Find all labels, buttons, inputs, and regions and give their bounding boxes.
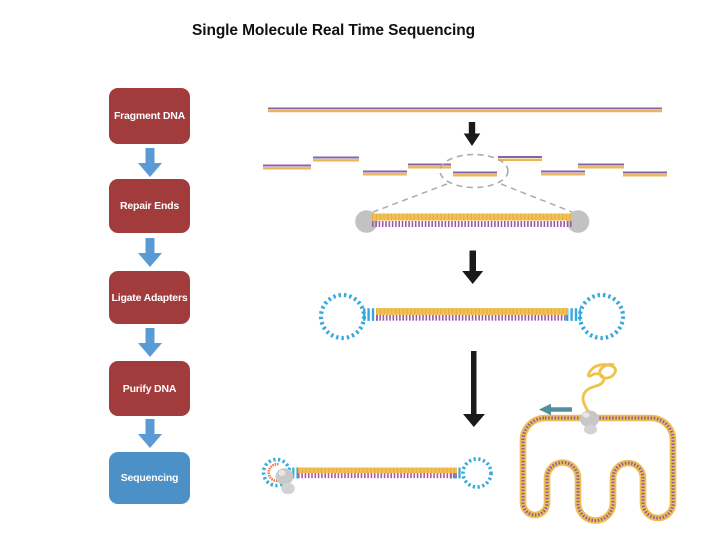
dna-fragment [408,163,451,169]
polymerase-blob [281,482,295,495]
flow-down-arrow-icon [138,328,162,357]
flow-down-arrow-icon [138,148,162,177]
dna-fragments [263,156,667,177]
fragment-highlight-callout [372,153,573,213]
dna-fragment [623,171,667,177]
sequencing-arrow-icon [463,351,485,427]
step-sequencing: Sequencing [109,452,190,504]
hairpin-adapter-loop [318,292,367,341]
fragment-highlight-ellipse [439,153,509,189]
nascent-strand-arc [267,463,285,483]
flow-down-arrow-icon [138,238,162,267]
dna-fragment [541,170,585,176]
step-purify-dna: Purify DNA [109,361,190,416]
rolling-circle-synthesis [519,363,677,524]
step-repair-ends: Repair Ends [109,179,190,233]
repaired-end-cap [566,210,590,233]
dna-fragment [363,170,407,176]
hairpin-adapter-loop [461,457,493,489]
hairpin-adapter-loop [577,292,626,341]
step-label: Purify DNA [122,382,177,395]
step-fragment-dna: Fragment DNA [109,88,190,144]
dna-fragment [498,156,542,162]
dna-fragment [578,163,624,169]
fragmentation-arrow-icon [463,122,481,146]
callout-line [500,183,573,213]
callout-line [372,183,448,213]
dna-fragment [263,164,311,170]
flow-down-arrow-icon [138,419,162,448]
polymerase-blob [275,468,294,485]
dna-fragment [313,156,359,162]
genomic-dna-strand [268,107,662,113]
step-label: Ligate Adapters [111,291,188,304]
end-repaired-fragment [355,210,590,233]
step-label: Fragment DNA [113,110,186,122]
page-title: Single Molecule Real Time Sequencing [192,22,475,39]
ligation-arrow-icon [462,250,484,284]
polymerase-bound-smrtbell [261,457,493,495]
dna-fragment [453,171,497,177]
step-label: Repair Ends [119,200,180,212]
step-label: Sequencing [120,472,179,484]
smrt-sequencing-diagram [261,107,677,524]
translocation-direction-arrow-icon [539,403,572,416]
smrtbell-template [318,292,626,341]
polymerase-blob [584,424,597,435]
nascent-strand-squiggle [581,363,617,413]
step-ligate-adapters: Ligate Adapters [109,271,190,324]
